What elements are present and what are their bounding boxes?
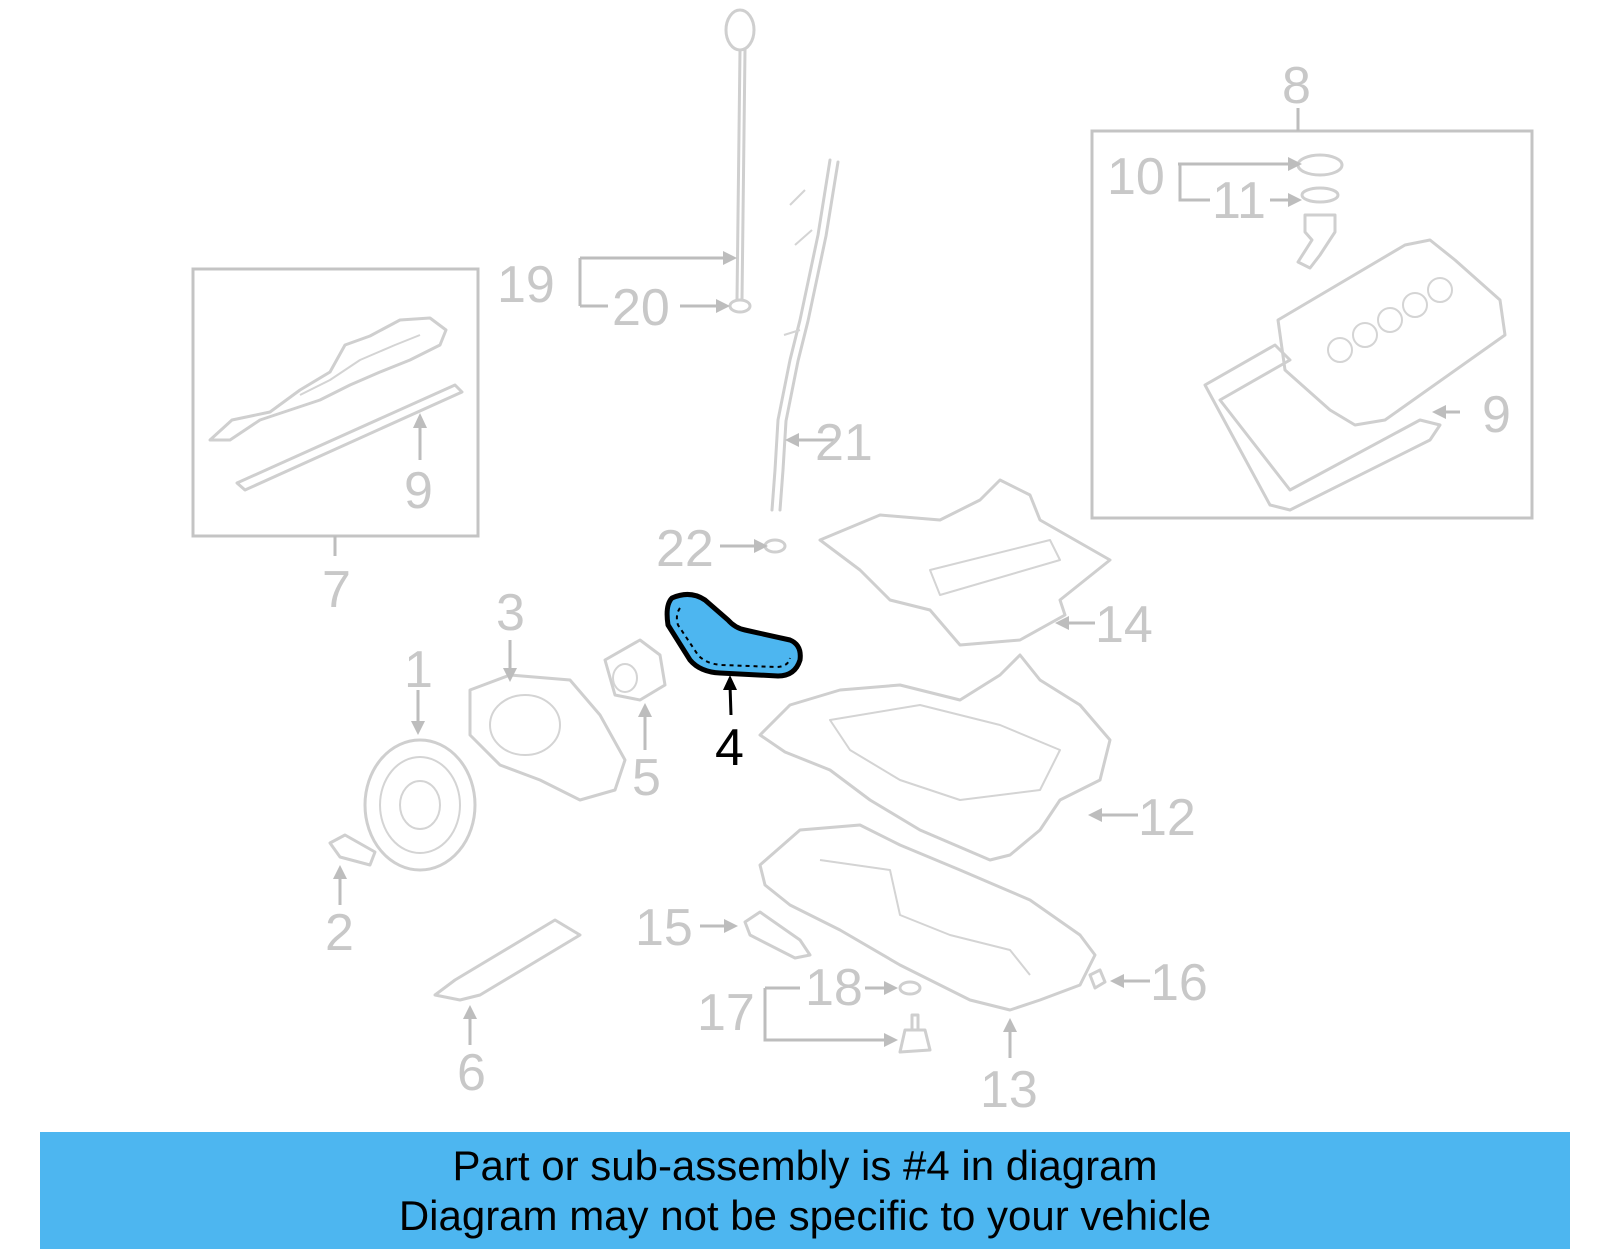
timing-cover xyxy=(468,673,627,802)
windage-tray xyxy=(818,478,1112,647)
callout-17: 17 xyxy=(697,984,755,1042)
callout-3: 3 xyxy=(496,584,525,642)
sealant-tube-6 xyxy=(433,918,582,1002)
washer-18 xyxy=(898,980,922,996)
callout-21: 21 xyxy=(815,414,873,472)
sensor-17 xyxy=(898,1013,932,1054)
sealant-tube-15 xyxy=(743,910,812,960)
bolt-2 xyxy=(328,833,377,867)
callout-2: 2 xyxy=(325,904,354,962)
gasket-9-left xyxy=(235,383,464,492)
crank-pulley xyxy=(363,738,477,872)
callout-22: 22 xyxy=(656,520,714,578)
drain-plug xyxy=(1088,968,1107,990)
gasket-9-right xyxy=(1203,343,1442,512)
callout-4: 4 xyxy=(715,719,744,777)
callout-1: 1 xyxy=(404,641,433,699)
banner-line-2: Diagram may not be specific to your vehi… xyxy=(398,1191,1212,1239)
callout-11: 11 xyxy=(1212,172,1266,230)
callout-9-right: 9 xyxy=(1482,386,1511,444)
banner-line-1: Part or sub-assembly is #4 in diagram xyxy=(452,1141,1158,1189)
callout-13: 13 xyxy=(980,1061,1038,1119)
callout-10: 10 xyxy=(1107,148,1165,206)
callout-12: 12 xyxy=(1138,789,1196,847)
callout-15: 15 xyxy=(635,899,693,957)
oil-filler-cap xyxy=(1296,153,1344,270)
belt-part-4 xyxy=(664,592,803,679)
callout-18: 18 xyxy=(805,959,863,1017)
callout-20: 20 xyxy=(612,279,670,337)
group-box-8 xyxy=(1090,129,1534,520)
oil-pan-upper xyxy=(758,653,1112,862)
info-banner: Part or sub-assembly is #4 in diagram Di… xyxy=(40,1132,1570,1249)
callout-14: 14 xyxy=(1095,596,1153,654)
valve-cover-right xyxy=(1276,238,1507,427)
callout-7: 7 xyxy=(322,561,351,619)
callout-5: 5 xyxy=(632,749,661,807)
callout-19: 19 xyxy=(497,256,555,314)
dipstick xyxy=(724,8,756,314)
dipstick-tube xyxy=(770,158,840,512)
callout-9-left: 9 xyxy=(404,462,433,520)
callout-16: 16 xyxy=(1150,954,1208,1012)
oil-pan-lower xyxy=(758,823,1097,1012)
callout-8: 8 xyxy=(1282,57,1311,115)
valve-cover-left xyxy=(208,316,448,442)
callout-6: 6 xyxy=(457,1044,486,1102)
tensioner-5 xyxy=(603,638,667,702)
